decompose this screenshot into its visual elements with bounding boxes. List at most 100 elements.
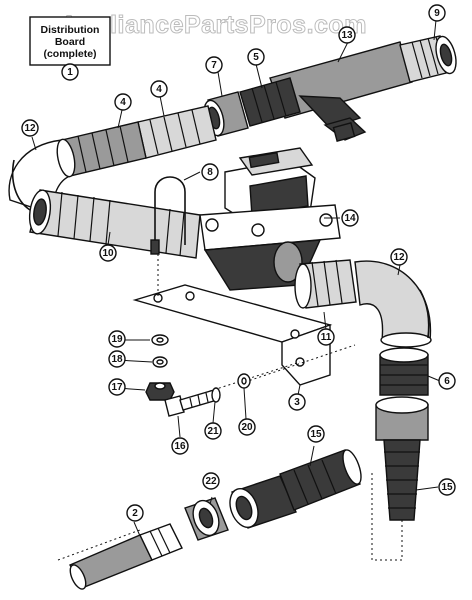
callout-circle (61, 63, 79, 81)
callout-circle (205, 56, 223, 74)
callout-7: 7 (205, 56, 223, 74)
title-line-3: (complete) (43, 48, 96, 60)
callout-circle (288, 393, 306, 411)
assembly-line-hose-right (371, 470, 403, 561)
callout-circle (21, 119, 39, 137)
callout-1: 1 (61, 63, 79, 81)
callout-circle (390, 248, 408, 266)
callout-circle (247, 48, 265, 66)
callout-number: 13 (341, 30, 353, 41)
solenoid-valve-part-14 (199, 147, 341, 291)
washer-part-21 (211, 387, 221, 403)
callout-14: 14 (341, 209, 359, 227)
washer-part-20 (237, 373, 251, 389)
callout-circle (428, 4, 446, 22)
hose-part-2 (69, 523, 183, 590)
nut-part-22 (184, 497, 229, 541)
callout-number: 9 (434, 8, 440, 19)
callout-number: 17 (111, 382, 123, 393)
washer-part-19 (151, 334, 169, 346)
title-box: Distribution Board (complete) (29, 16, 111, 66)
clamp-part-8 (150, 176, 186, 255)
callout-number: 18 (111, 354, 123, 365)
callout-circle (202, 472, 220, 490)
callout-number: 21 (207, 426, 219, 437)
callout-circle (171, 437, 189, 455)
callout-number: 4 (156, 84, 162, 95)
callout-circle (108, 330, 126, 348)
callout-12: 12 (390, 248, 408, 266)
callout-4: 4 (150, 80, 168, 98)
callout-circle (438, 372, 456, 390)
distribution-tube-part-13 (269, 41, 413, 142)
callout-2: 2 (126, 504, 144, 522)
coupling-part-5 (239, 77, 301, 127)
fitting-part-9 (399, 35, 457, 83)
nut-part-6 (379, 347, 429, 396)
hose-part-15-bottom (279, 449, 362, 511)
callout-number: 12 (393, 252, 405, 263)
lockwasher-part-18 (152, 356, 168, 368)
nut-part-17 (145, 382, 175, 401)
callout-8: 8 (201, 163, 219, 181)
callout-4: 4 (114, 93, 132, 111)
fitting-part-11 (294, 259, 357, 309)
callout-circle (114, 93, 132, 111)
callout-number: 1 (67, 67, 73, 78)
callout-17: 17 (108, 378, 126, 396)
callout-circle (317, 328, 335, 346)
callout-number: 4 (120, 97, 126, 108)
callout-21: 21 (204, 422, 222, 440)
callout-number: 19 (111, 334, 123, 345)
title-line-1: Distribution (41, 24, 100, 36)
callout-circle (150, 80, 168, 98)
callout-number: 15 (441, 482, 453, 493)
callout-number: 22 (205, 476, 217, 487)
callout-circle (204, 422, 222, 440)
elbow-part-12-right (354, 260, 432, 348)
callout-number: 3 (294, 397, 300, 408)
callout-15: 15 (307, 425, 325, 443)
callout-16: 16 (171, 437, 189, 455)
callout-22: 22 (202, 472, 220, 490)
hose-part-4-b (61, 121, 147, 177)
callout-number: 10 (102, 248, 114, 259)
callout-number: 7 (211, 60, 217, 71)
callout-15: 15 (438, 478, 456, 496)
callout-circle (307, 425, 325, 443)
callout-10: 10 (99, 244, 117, 262)
callout-circle (238, 418, 256, 436)
callout-circle (438, 478, 456, 496)
callout-9: 9 (428, 4, 446, 22)
callout-19: 19 (108, 330, 126, 348)
callout-3: 3 (288, 393, 306, 411)
callout-number: 14 (344, 213, 356, 224)
callout-18: 18 (108, 350, 126, 368)
callout-number: 5 (253, 52, 259, 63)
coupling-bottom (229, 475, 297, 529)
mounting-bracket-part-3 (132, 284, 333, 386)
hose-part-4-a (137, 105, 217, 159)
callout-12: 12 (21, 119, 39, 137)
watermark-text: AppliancePartsPros.com (60, 11, 367, 39)
callout-number: 12 (24, 123, 36, 134)
callout-number: 15 (310, 429, 322, 440)
title-line-2: Board (55, 36, 85, 48)
hose-part-15-right (383, 439, 421, 521)
coupling-nut-right (375, 396, 429, 441)
callout-6: 6 (438, 372, 456, 390)
callout-circle (341, 209, 359, 227)
callout-circle (126, 504, 144, 522)
callout-5: 5 (247, 48, 265, 66)
callout-circle (201, 163, 219, 181)
callout-20: 20 (238, 418, 256, 436)
callout-circle (99, 244, 117, 262)
callout-number: 20 (241, 422, 253, 433)
callout-number: 16 (174, 441, 186, 452)
callout-number: 2 (132, 508, 138, 519)
callout-11: 11 (317, 328, 335, 346)
callout-number: 11 (321, 332, 332, 343)
callout-number: 8 (207, 167, 213, 178)
